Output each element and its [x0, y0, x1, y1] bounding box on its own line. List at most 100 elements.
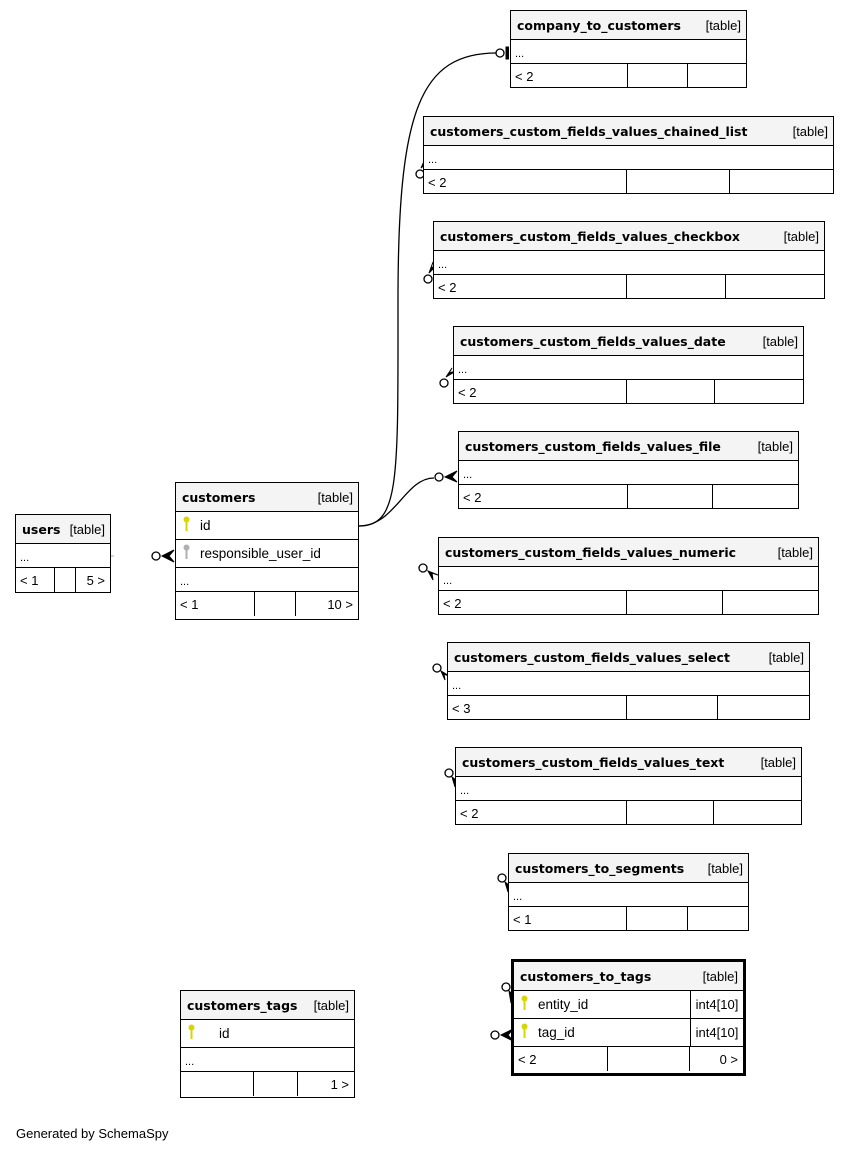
children-count[interactable] — [688, 907, 748, 931]
crowfoot-marker — [443, 470, 458, 483]
column-row[interactable]: id — [176, 512, 358, 540]
parents-count[interactable]: < 1 — [176, 592, 255, 616]
table-name[interactable]: customers — [182, 489, 256, 505]
more-columns: ... — [439, 567, 818, 591]
table-kind: [table] — [707, 860, 743, 876]
parents-count[interactable]: < 2 — [434, 275, 627, 299]
parents-count[interactable]: < 2 — [424, 170, 627, 194]
table-footer: < 2 — [424, 170, 833, 194]
table-footer: < 2 — [456, 801, 801, 825]
children-count[interactable] — [726, 275, 824, 299]
table-custom-fields-values-file[interactable]: customers_custom_fields_values_file [tab… — [458, 431, 799, 509]
optional-marker — [432, 663, 442, 673]
table-name[interactable]: users — [22, 521, 61, 537]
table-footer: < 2 — [511, 64, 746, 88]
table-name[interactable]: customers_custom_fields_values_chained_l… — [430, 123, 748, 139]
footer-mid — [628, 485, 713, 509]
children-count[interactable] — [714, 801, 801, 825]
optional-marker — [439, 378, 449, 388]
children-count[interactable]: 0 > — [719, 1051, 738, 1067]
table-custom-fields-values-select[interactable]: customers_custom_fields_values_select [t… — [447, 642, 810, 720]
table-footer: < 2 — [459, 485, 798, 509]
table-customers-tags[interactable]: customers_tags [table] id ... 1 > — [180, 990, 355, 1098]
column-name: tag_id — [538, 1025, 575, 1040]
parents-count[interactable]: < 2 — [439, 591, 627, 615]
table-header: customers_custom_fields_values_text [tab… — [456, 748, 801, 777]
table-customers-to-segments[interactable]: customers_to_segments [table] ... < 1 — [508, 853, 749, 931]
table-custom-fields-values-checkbox[interactable]: customers_custom_fields_values_checkbox … — [433, 221, 825, 299]
primary-key-icon — [520, 1023, 530, 1042]
column-row[interactable]: responsible_user_id — [176, 540, 358, 568]
children-count[interactable]: 5 > — [86, 572, 105, 588]
table-name[interactable]: company_to_customers — [517, 17, 681, 33]
table-name[interactable]: customers_custom_fields_values_numeric — [445, 544, 737, 560]
more-columns: ... — [434, 251, 824, 275]
parents-count[interactable] — [181, 1072, 254, 1096]
table-header: customers_custom_fields_values_chained_l… — [424, 117, 833, 146]
parents-count[interactable]: < 2 — [511, 64, 628, 88]
table-custom-fields-values-chained-list[interactable]: customers_custom_fields_values_chained_l… — [423, 116, 834, 194]
more-columns: ... — [181, 1048, 354, 1072]
optional-marker — [501, 982, 511, 992]
optional-marker — [418, 563, 428, 573]
table-footer: 1 > — [181, 1072, 354, 1096]
children-count[interactable] — [688, 64, 746, 88]
children-count[interactable] — [713, 485, 798, 509]
table-header: customers_to_tags [table] — [514, 962, 743, 991]
table-kind: [table] — [760, 754, 796, 770]
children-count[interactable] — [730, 170, 833, 194]
table-kind: [table] — [313, 997, 349, 1013]
parents-count[interactable]: < 2 — [459, 485, 628, 509]
optional-marker — [490, 1030, 500, 1040]
footer-mid — [627, 275, 726, 299]
table-name[interactable]: customers_to_tags — [520, 968, 652, 984]
table-company-to-customers[interactable]: company_to_customers [table] ... < 2 — [510, 10, 747, 88]
footer-mid — [627, 380, 715, 404]
table-users[interactable]: users [table] ... < 1 5 > — [15, 514, 111, 593]
link-custom-fields-file — [358, 477, 435, 527]
parents-count[interactable]: < 3 — [448, 696, 627, 720]
column-type: int4[10] — [690, 991, 743, 1018]
table-custom-fields-values-numeric[interactable]: customers_custom_fields_values_numeric [… — [438, 537, 819, 615]
table-name[interactable]: customers_tags — [187, 997, 298, 1013]
footer-mid — [255, 592, 296, 616]
table-header: customers_tags [table] — [181, 991, 354, 1020]
table-name[interactable]: customers_custom_fields_values_file — [465, 438, 721, 454]
table-customers[interactable]: customers [table] id responsible_user_id… — [175, 482, 359, 620]
children-count[interactable]: 10 > — [327, 596, 353, 612]
table-kind: [table] — [777, 544, 813, 560]
table-customers-to-tags[interactable]: customers_to_tags [table] entity_id int4… — [511, 959, 746, 1076]
table-custom-fields-values-text[interactable]: customers_custom_fields_values_text [tab… — [455, 747, 802, 825]
column-row[interactable]: id — [181, 1020, 354, 1048]
table-footer: < 1 5 > — [16, 568, 110, 592]
table-kind: [table] — [792, 123, 828, 139]
table-custom-fields-values-date[interactable]: customers_custom_fields_values_date [tab… — [453, 326, 804, 404]
table-name[interactable]: customers_custom_fields_values_checkbox — [440, 228, 740, 244]
parents-count[interactable]: < 1 — [509, 907, 627, 931]
footer-mid — [55, 568, 76, 592]
footer-mid — [254, 1072, 298, 1096]
children-count[interactable] — [715, 380, 803, 404]
table-name[interactable]: customers_custom_fields_values_select — [454, 649, 730, 665]
optional-marker — [497, 873, 507, 883]
parents-count[interactable]: < 1 — [16, 568, 55, 592]
more-columns: ... — [511, 40, 746, 64]
table-name[interactable]: customers_to_segments — [515, 860, 685, 876]
parents-count[interactable]: < 2 — [454, 380, 627, 404]
parents-count[interactable]: < 2 — [514, 1047, 608, 1071]
footer-mid — [627, 801, 714, 825]
column-row[interactable]: entity_id int4[10] — [514, 991, 743, 1019]
table-name[interactable]: customers_custom_fields_values_date — [460, 333, 726, 349]
footer-mid — [627, 907, 688, 931]
parents-count[interactable]: < 2 — [456, 801, 627, 825]
children-count[interactable] — [723, 591, 818, 615]
column-row[interactable]: tag_id int4[10] — [514, 1019, 743, 1047]
more-columns: ... — [16, 544, 110, 568]
table-name[interactable]: customers_custom_fields_values_text — [462, 754, 725, 770]
column-name: entity_id — [538, 997, 589, 1012]
children-count[interactable] — [718, 696, 809, 720]
table-kind: [table] — [317, 489, 353, 505]
more-columns: ... — [456, 777, 801, 801]
table-kind: [table] — [69, 521, 105, 537]
children-count[interactable]: 1 > — [330, 1076, 349, 1092]
